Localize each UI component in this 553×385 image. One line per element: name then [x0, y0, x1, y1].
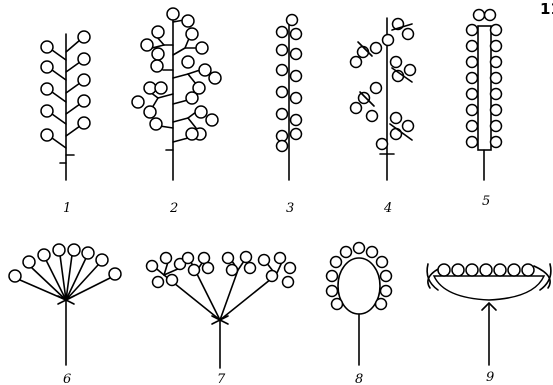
diagram-label-2: 2	[169, 201, 178, 216]
diagram-panicle	[132, 8, 221, 180]
diagram-spike	[277, 15, 302, 181]
diagram-label-4: 4	[383, 201, 392, 216]
diagram-label-6: 6	[63, 372, 71, 385]
diagram-compound-umbel	[147, 252, 296, 369]
diagram-compound-spike	[351, 18, 416, 180]
diagram-raceme	[41, 31, 90, 180]
diagram-umbel	[9, 244, 121, 365]
diagram-capitulum	[327, 243, 392, 366]
diagram-basket	[427, 264, 551, 365]
diagram-label-7: 7	[217, 372, 226, 385]
diagram-spadix	[467, 10, 502, 181]
diagram-label-9: 9	[486, 370, 494, 385]
diagram-label-1: 1	[63, 201, 71, 216]
diagram-label-8: 8	[355, 372, 363, 385]
corner-text: 11	[540, 0, 553, 18]
diagram-label-3: 3	[286, 201, 294, 216]
diagram-label-5: 5	[482, 194, 490, 209]
